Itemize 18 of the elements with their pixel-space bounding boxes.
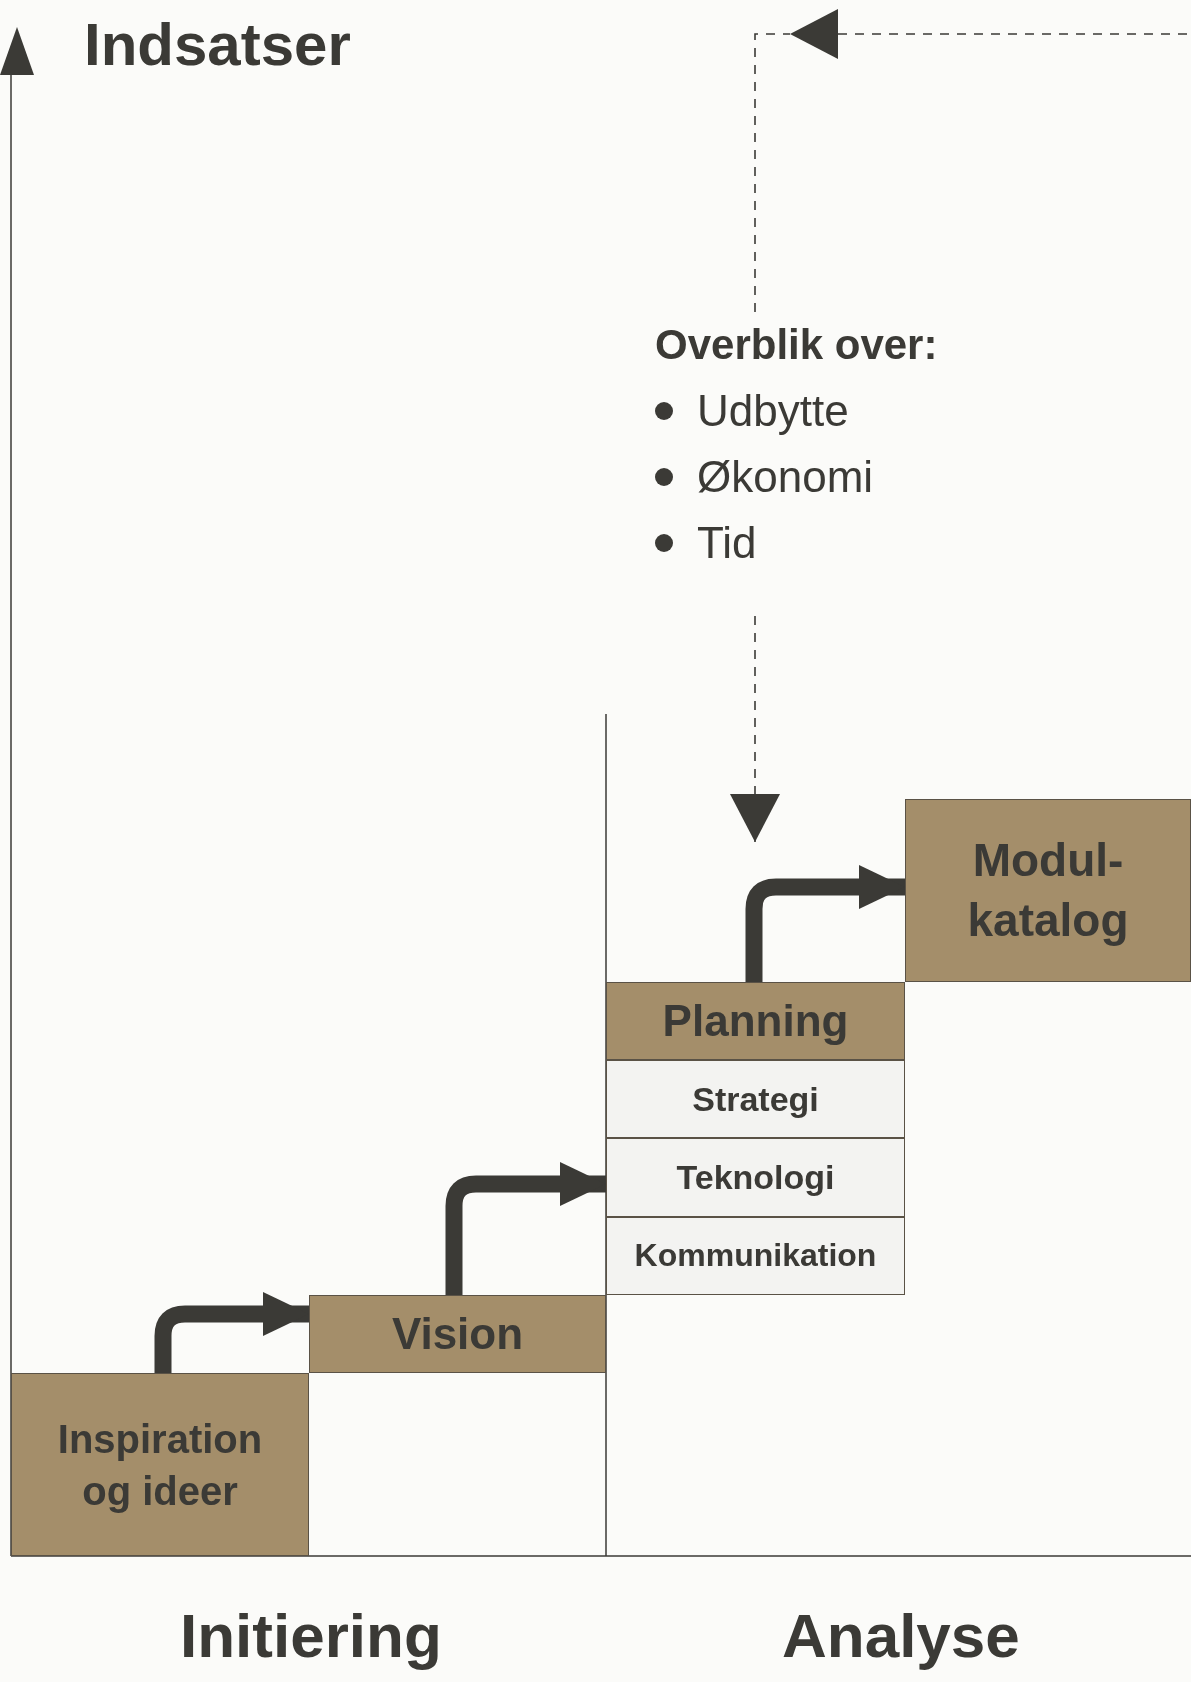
bent-arrow	[745, 865, 905, 982]
stage-box: Inspiration og ideer	[11, 1373, 309, 1556]
sub-box: Strategi	[606, 1060, 905, 1138]
axis-label: Indsatser	[84, 10, 351, 79]
list-item: Udbytte	[697, 385, 849, 437]
list-item: Tid	[697, 517, 757, 569]
stage-box: Vision	[309, 1295, 606, 1373]
dashed-arrow	[754, 9, 838, 313]
phase-label: Initiering	[180, 1600, 442, 1671]
stage-box: Planning	[606, 982, 905, 1060]
stage-box: Modul-katalog	[905, 799, 1191, 982]
sub-box: Kommunikation	[606, 1217, 905, 1295]
dashed-arrow	[730, 615, 780, 843]
heading: Overblik over:	[655, 320, 939, 370]
sub-box: Teknologi	[606, 1138, 905, 1217]
phase-label: Analyse	[782, 1600, 1020, 1671]
list-item: Økonomi	[697, 451, 874, 503]
bent-arrow	[445, 1162, 606, 1295]
